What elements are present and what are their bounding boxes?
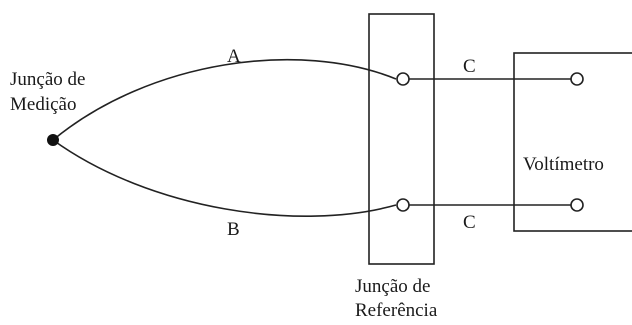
measurement-junction-label-line1: Junção de [10,69,85,90]
measurement-junction-label-line2: Medição [10,94,76,115]
voltmeter-box [513,52,632,232]
wire-b-label: B [227,219,240,240]
wire-a-label: A [227,46,241,67]
wire-b [52,139,397,217]
voltmeter-terminal-top [570,72,584,86]
wire-c-top-label: C [463,56,476,77]
voltmeter-label: Voltímetro [523,154,604,175]
reference-junction-label-line2: Referência [355,300,438,321]
wire-a [52,58,397,141]
reference-terminal-top [396,72,410,86]
reference-terminal-bottom [396,198,410,212]
wire-c-bottom-label: C [463,212,476,233]
reference-junction-box [368,13,435,265]
voltmeter-terminal-bottom [570,198,584,212]
measurement-junction-dot [47,134,59,146]
reference-junction-label-line1: Junção de [355,276,430,297]
